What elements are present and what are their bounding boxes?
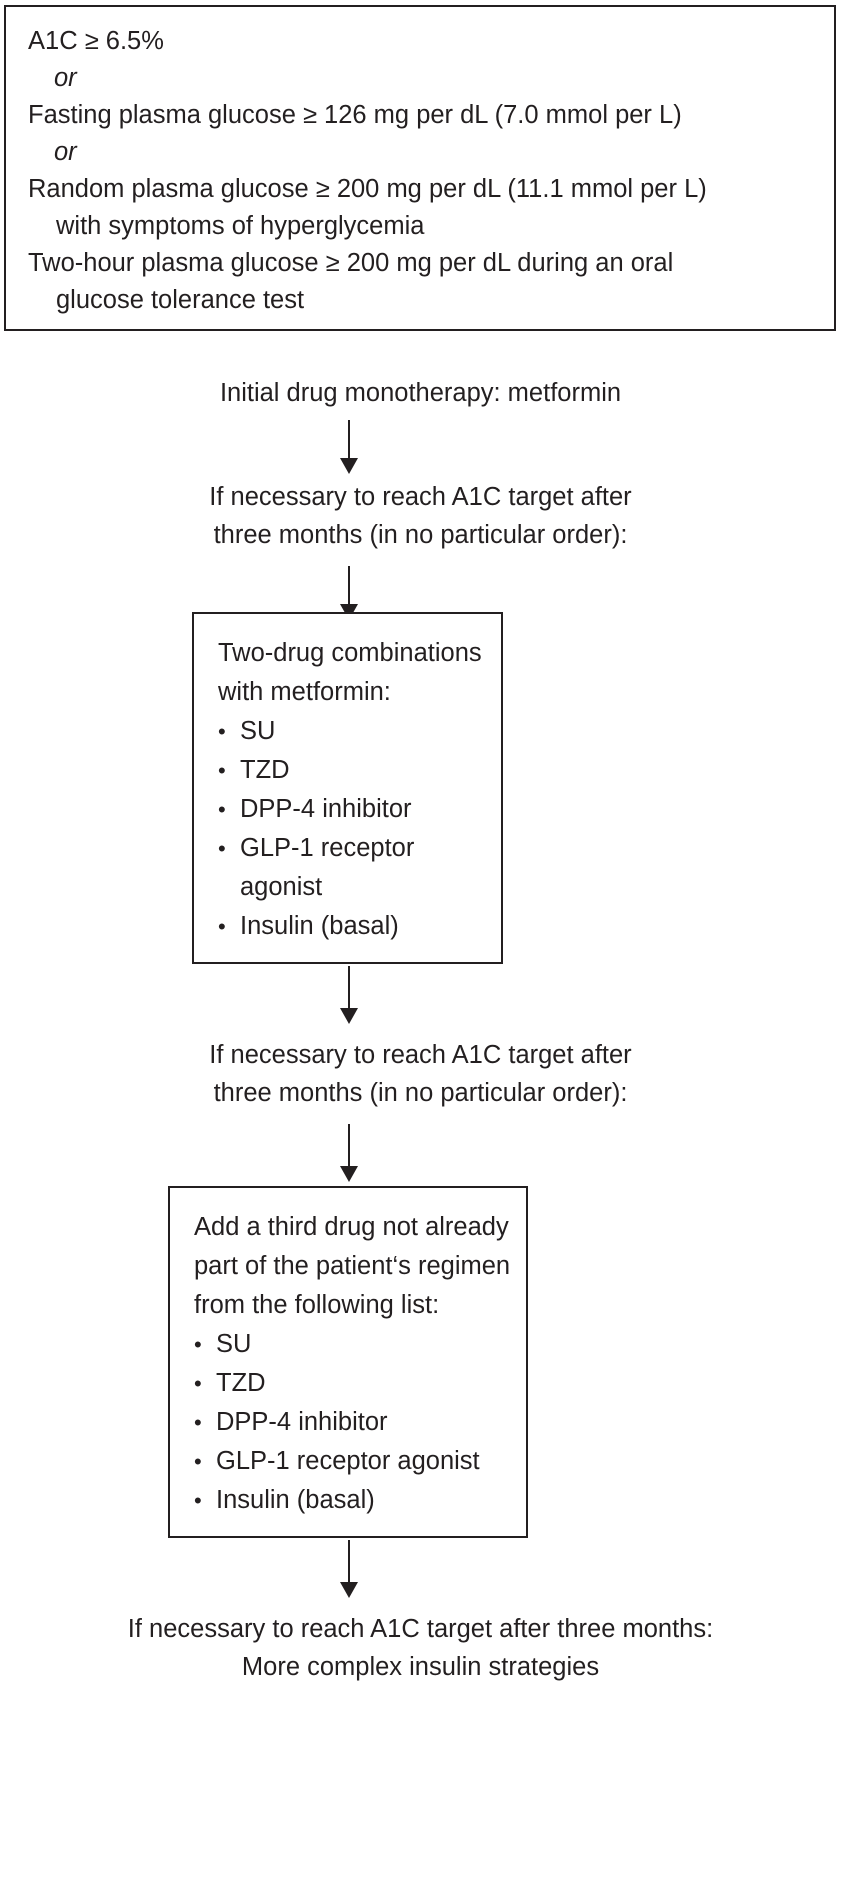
two-drug-heading-line1: Two-drug combinations [218, 639, 482, 667]
two-drug-option-list: SU TZD DPP-4 inhibitor GLP-1 receptor ag… [218, 712, 487, 946]
step-reassess-2-line2: three months (in no particular order): [213, 1079, 628, 1107]
arrow-reassess-1-to-two-drug-box [348, 566, 350, 606]
list-item: Insulin (basal) [194, 1481, 512, 1520]
criteria-line-random: Random plasma glucose ≥ 200 mg per dL (1… [28, 175, 707, 203]
step-reassess-2-line1: If necessary to reach A1C target after [209, 1041, 632, 1069]
criteria-line-a1c: A1C ≥ 6.5% [28, 27, 164, 55]
arrow-two-drug-box-to-reassess-2 [348, 966, 350, 1010]
arrow-reassess-2-to-three-drug-box [348, 1124, 350, 1168]
third-drug-option-list: SU TZD DPP-4 inhibitor GLP-1 receptor ag… [194, 1325, 512, 1520]
arrow-monotherapy-to-reassess-1 [348, 420, 350, 460]
two-drug-heading-line2: with metformin: [218, 678, 391, 706]
criteria-line-random-cont: with symptoms of hyperglycemia [56, 212, 425, 240]
list-item: SU [218, 712, 487, 751]
criteria-or-2: or [54, 138, 77, 166]
two-drug-combination-box: Two-drug combinations with metformin: SU… [192, 612, 503, 964]
step-reassess-1-line2: three months (in no particular order): [213, 521, 628, 549]
step-reassess-2: If necessary to reach A1C target after t… [0, 1036, 841, 1112]
list-item: SU [194, 1325, 512, 1364]
third-drug-heading-line3: from the following list: [194, 1291, 440, 1319]
diagnostic-criteria-content: A1C ≥ 6.5% or Fasting plasma glucose ≥ 1… [6, 7, 834, 329]
step-initial-monotherapy-label: Initial drug monotherapy: metformin [219, 379, 622, 407]
list-item: TZD [194, 1364, 512, 1403]
step-initial-monotherapy: Initial drug monotherapy: metformin [0, 374, 841, 412]
step-final: If necessary to reach A1C target after t… [0, 1610, 841, 1686]
criteria-line-fasting: Fasting plasma glucose ≥ 126 mg per dL (… [28, 101, 682, 129]
step-reassess-1: If necessary to reach A1C target after t… [0, 478, 841, 554]
step-reassess-1-line1: If necessary to reach A1C target after [209, 483, 632, 511]
third-drug-box: Add a third drug not already part of the… [168, 1186, 528, 1538]
step-final-line2: More complex insulin strategies [241, 1653, 600, 1681]
criteria-or-1: or [54, 64, 77, 92]
list-item: GLP-1 receptor agonist [218, 829, 487, 907]
third-drug-content: Add a third drug not already part of the… [170, 1188, 526, 1536]
criteria-line-twohour-cont: glucose tolerance test [56, 286, 305, 314]
criteria-line-twohour: Two-hour plasma glucose ≥ 200 mg per dL … [28, 249, 674, 277]
step-final-line1: If necessary to reach A1C target after t… [127, 1615, 714, 1643]
list-item: Insulin (basal) [218, 907, 487, 946]
list-item: DPP-4 inhibitor [194, 1403, 512, 1442]
third-drug-heading-line2: part of the patient‘s regimen [194, 1252, 511, 1280]
two-drug-combination-content: Two-drug combinations with metformin: SU… [194, 614, 501, 962]
third-drug-heading-line1: Add a third drug not already [194, 1213, 509, 1241]
diagnostic-criteria-box: A1C ≥ 6.5% or Fasting plasma glucose ≥ 1… [4, 5, 836, 331]
list-item: TZD [218, 751, 487, 790]
list-item: DPP-4 inhibitor [218, 790, 487, 829]
list-item: GLP-1 receptor agonist [194, 1442, 512, 1481]
arrow-three-drug-box-to-final [348, 1540, 350, 1584]
